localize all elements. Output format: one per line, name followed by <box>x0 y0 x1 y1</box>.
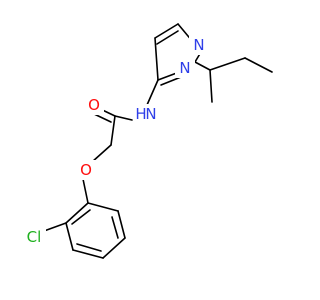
label-mask <box>22 227 46 247</box>
bond <box>154 23 179 39</box>
label-mask <box>84 95 104 115</box>
bond <box>209 57 246 71</box>
atom-o-carbonyl: O <box>88 96 100 114</box>
bond <box>65 202 89 224</box>
molecule-diagram: N N N H O O Cl <box>22 23 273 259</box>
structure-svg: N N N H O O Cl <box>22 23 273 259</box>
bond <box>114 115 133 121</box>
bond <box>154 37 159 81</box>
atom-o-ether: O <box>80 161 92 179</box>
bond <box>71 209 91 225</box>
bond <box>65 222 74 251</box>
bond <box>43 222 67 232</box>
label-mask <box>175 58 195 78</box>
bond <box>102 237 126 259</box>
bond <box>146 79 159 106</box>
label-mask <box>189 35 209 55</box>
bond <box>91 144 112 163</box>
bond <box>160 76 182 86</box>
bond <box>156 30 179 45</box>
bond <box>72 249 104 259</box>
label-mask <box>76 160 96 180</box>
label-mask <box>134 104 162 124</box>
atom-cl: Cl <box>27 228 42 246</box>
atom-n-amide: N <box>145 105 156 123</box>
bond <box>110 115 116 146</box>
bond <box>194 61 211 71</box>
bond <box>117 210 126 239</box>
bond <box>111 216 119 239</box>
atom-n-pyrazole-top: N <box>193 36 204 54</box>
bond <box>244 57 273 73</box>
bond <box>82 178 89 204</box>
bond <box>209 69 213 103</box>
bond <box>87 202 119 212</box>
bond <box>76 243 102 252</box>
atom-h-amide: H <box>135 105 146 123</box>
atom-n-pyrazole-1: N <box>179 59 190 77</box>
